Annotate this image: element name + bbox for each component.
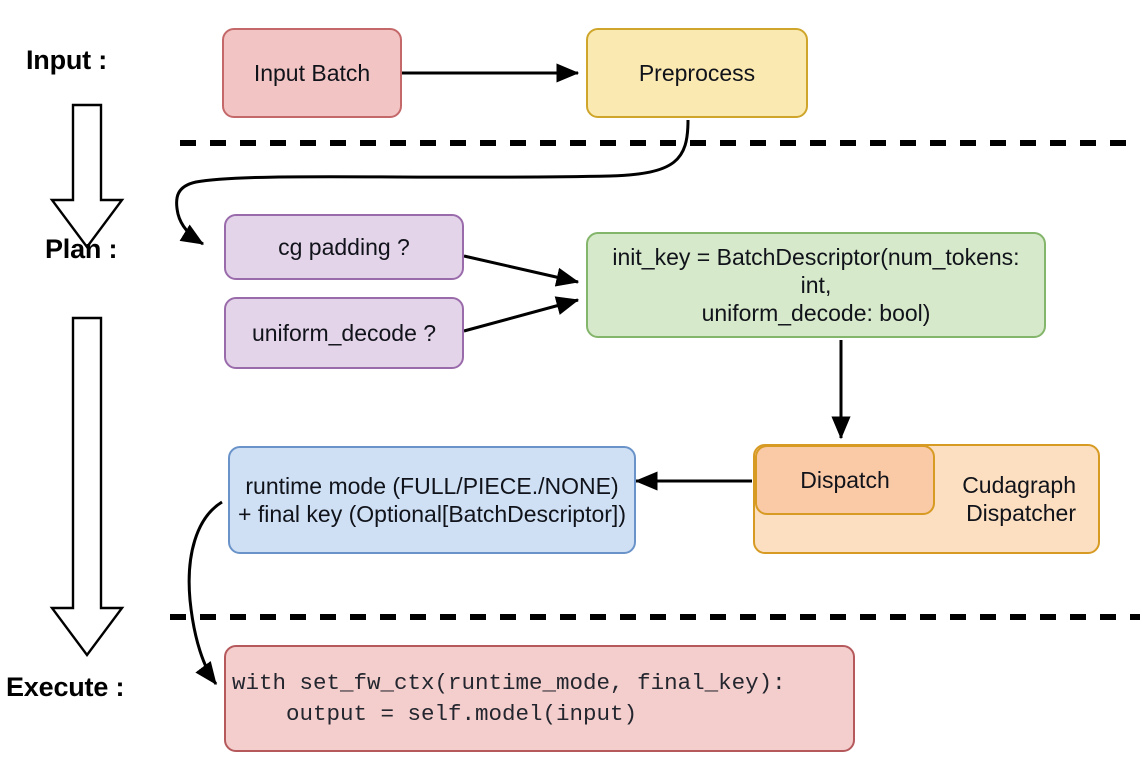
- code-line-1: with set_fw_ctx(runtime_mode, final_key)…: [232, 669, 786, 696]
- node-runtime-mode-line2: + final key (Optional[BatchDescriptor]): [238, 501, 626, 527]
- stage-label-execute: Execute :: [6, 672, 125, 702]
- node-init-key-line2: uniform_decode: bool): [701, 300, 931, 327]
- node-init-key-line1: init_key = BatchDescriptor(num_tokens: i…: [612, 243, 1020, 298]
- node-runtime-mode-line1: runtime mode (FULL/PIECE./NONE): [245, 472, 619, 499]
- node-cg-padding[interactable]: cg padding ?: [224, 214, 464, 280]
- node-init-key[interactable]: init_key = BatchDescriptor(num_tokens: i…: [586, 232, 1046, 338]
- node-dispatch-label: Dispatch: [800, 466, 890, 493]
- node-cg-padding-label: cg padding ?: [278, 233, 410, 260]
- node-input-batch-label: Input Batch: [253, 59, 371, 86]
- runtime-mode-to-code-block-arrow: [187, 500, 223, 685]
- stage-label-plan: Plan :: [45, 234, 118, 264]
- node-input-batch[interactable]: Input Batch: [222, 28, 402, 118]
- node-dispatch[interactable]: Dispatch: [755, 445, 935, 515]
- node-uniform-decode-label: uniform_decode ?: [251, 319, 437, 346]
- node-uniform-decode[interactable]: uniform_decode ?: [224, 297, 464, 369]
- node-cudagraph-dispatcher-line1: Cudagraph: [962, 471, 1076, 498]
- plan-to-execute-block-arrow: [49, 316, 125, 658]
- node-preprocess[interactable]: Preprocess: [586, 28, 808, 118]
- code-line-2: output = self.model(input): [232, 700, 638, 727]
- input-to-plan-block-arrow: [49, 103, 125, 250]
- cg-padding-to-init-key-arrow: [463, 254, 580, 287]
- node-cudagraph-dispatcher-line2: Dispatcher: [966, 500, 1076, 526]
- node-preprocess-label: Preprocess: [638, 59, 756, 86]
- node-code-block[interactable]: with set_fw_ctx(runtime_mode, final_key)…: [224, 645, 855, 752]
- stage-label-input: Input :: [26, 45, 108, 75]
- node-runtime-mode[interactable]: runtime mode (FULL/PIECE./NONE) + final …: [228, 446, 636, 554]
- uniform-decode-to-init-key-arrow: [463, 296, 580, 333]
